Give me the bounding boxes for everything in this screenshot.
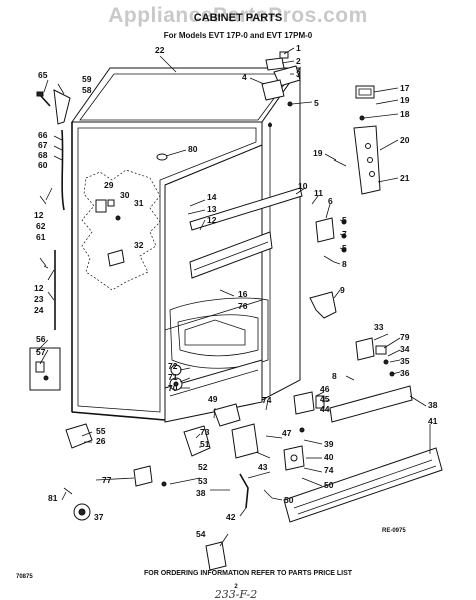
watermark: AppliancePartsPros.com — [108, 4, 368, 27]
callout-33: 33 — [374, 322, 384, 332]
callout-26: 26 — [96, 436, 106, 446]
callout-60: 60 — [38, 160, 48, 170]
callout-51: 51 — [200, 439, 210, 449]
callout-42: 42 — [226, 512, 236, 522]
callout-81: 81 — [48, 493, 58, 503]
callout-43: 43 — [258, 462, 268, 472]
callout-3: 3 — [296, 69, 301, 79]
callout-50b: 50 — [324, 480, 334, 490]
callout-29: 29 — [104, 180, 114, 190]
callout-32: 32 — [134, 240, 144, 250]
callout-80: 80 — [188, 144, 198, 154]
callout-71: 71 — [168, 372, 178, 382]
callout-17: 17 — [400, 83, 410, 93]
page-number: 2 — [234, 584, 238, 590]
callout-23: 23 — [34, 294, 44, 304]
callout-8: 8 — [342, 259, 347, 269]
callout-44: 44 — [320, 404, 330, 414]
callout-12a: 12 — [207, 215, 217, 225]
callout-19a: 19 — [400, 95, 410, 105]
leader-lines — [35, 47, 431, 547]
cabinet-body — [71, 66, 303, 423]
diagram-title: CABINET PARTS — [194, 12, 282, 24]
callout-5b: 5 — [342, 215, 347, 225]
callout-58: 58 — [82, 85, 92, 95]
callout-35: 35 — [400, 356, 410, 366]
callout-2: 2 — [296, 56, 301, 66]
callout-20: 20 — [400, 135, 410, 145]
callout-1: 1 — [296, 43, 301, 53]
callout-14: 14 — [207, 192, 217, 202]
callout-38b: 38 — [196, 488, 206, 498]
callout-45: 45 — [320, 394, 330, 404]
callout-38a: 38 — [428, 400, 438, 410]
callout-47: 47 — [282, 428, 292, 438]
callout-49: 49 — [208, 394, 218, 404]
callout-10: 10 — [298, 181, 308, 191]
callout-8b: 8 — [332, 371, 337, 381]
diagram-subtitle: For Models EVT 17P-0 and EVT 17PM-0 — [164, 31, 313, 40]
callout-34: 34 — [400, 344, 410, 354]
callout-52: 52 — [198, 462, 208, 472]
callout-53: 53 — [198, 476, 208, 486]
callout-46: 46 — [320, 384, 330, 394]
callout-24: 24 — [34, 305, 44, 315]
callout-13: 13 — [207, 204, 217, 214]
callout-61: 61 — [36, 232, 46, 242]
right-hardware — [283, 85, 443, 523]
callout-68: 68 — [38, 150, 48, 160]
callout-56: 56 — [36, 334, 46, 344]
callout-54: 54 — [196, 529, 206, 539]
bottom-hardware — [133, 364, 273, 571]
callout-16: 16 — [238, 289, 248, 299]
callout-40: 40 — [324, 452, 334, 462]
callout-36: 36 — [400, 368, 410, 378]
callout-11: 11 — [314, 188, 323, 198]
callout-12c: 12 — [34, 283, 44, 293]
callout-67: 67 — [38, 140, 48, 150]
callout-31: 31 — [134, 198, 144, 208]
callout-22: 22 — [155, 45, 165, 55]
callout-57: 57 — [36, 347, 46, 357]
top-hinge-parts — [261, 51, 301, 107]
callout-76: 76 — [238, 301, 248, 311]
callout-21: 21 — [400, 173, 410, 183]
callout-5c: 5 — [342, 243, 347, 253]
handwritten-code: 233-F-2 — [214, 588, 258, 600]
callout-66: 66 — [38, 130, 48, 140]
ref-code: RE-0975 — [382, 528, 406, 534]
callout-6: 6 — [328, 196, 333, 206]
callout-19b: 19 — [313, 148, 323, 158]
callout-41: 41 — [428, 416, 438, 426]
code-left: 70875 — [16, 574, 33, 580]
callout-7: 7 — [342, 229, 347, 239]
callout-18: 18 — [400, 109, 410, 119]
callout-73: 73 — [200, 427, 210, 437]
callout-65: 65 — [38, 70, 48, 80]
callout-77: 77 — [102, 475, 112, 485]
callout-50: 50 — [284, 495, 294, 505]
left-hardware — [29, 89, 161, 521]
callout-labels: 22 1 2 3 4 5 17 19 18 20 21 19 80 10 11 … — [34, 43, 438, 539]
callout-70: 70 — [168, 383, 178, 393]
callout-59: 59 — [82, 74, 92, 84]
callout-74a: 74 — [262, 395, 272, 405]
footer-note: FOR ORDERING INFORMATION REFER TO PARTS … — [144, 570, 353, 577]
callout-12b: 12 — [34, 210, 44, 220]
callout-37: 37 — [94, 512, 104, 522]
callout-79: 79 — [400, 332, 410, 342]
callout-5: 5 — [314, 98, 319, 108]
callout-30: 30 — [120, 190, 130, 200]
callout-62: 62 — [36, 221, 46, 231]
callout-4: 4 — [242, 72, 247, 82]
callout-9: 9 — [340, 285, 345, 295]
callout-39: 39 — [324, 439, 334, 449]
callout-74b: 74 — [324, 465, 334, 475]
callout-55: 55 — [96, 426, 106, 436]
callout-72: 72 — [168, 361, 178, 371]
